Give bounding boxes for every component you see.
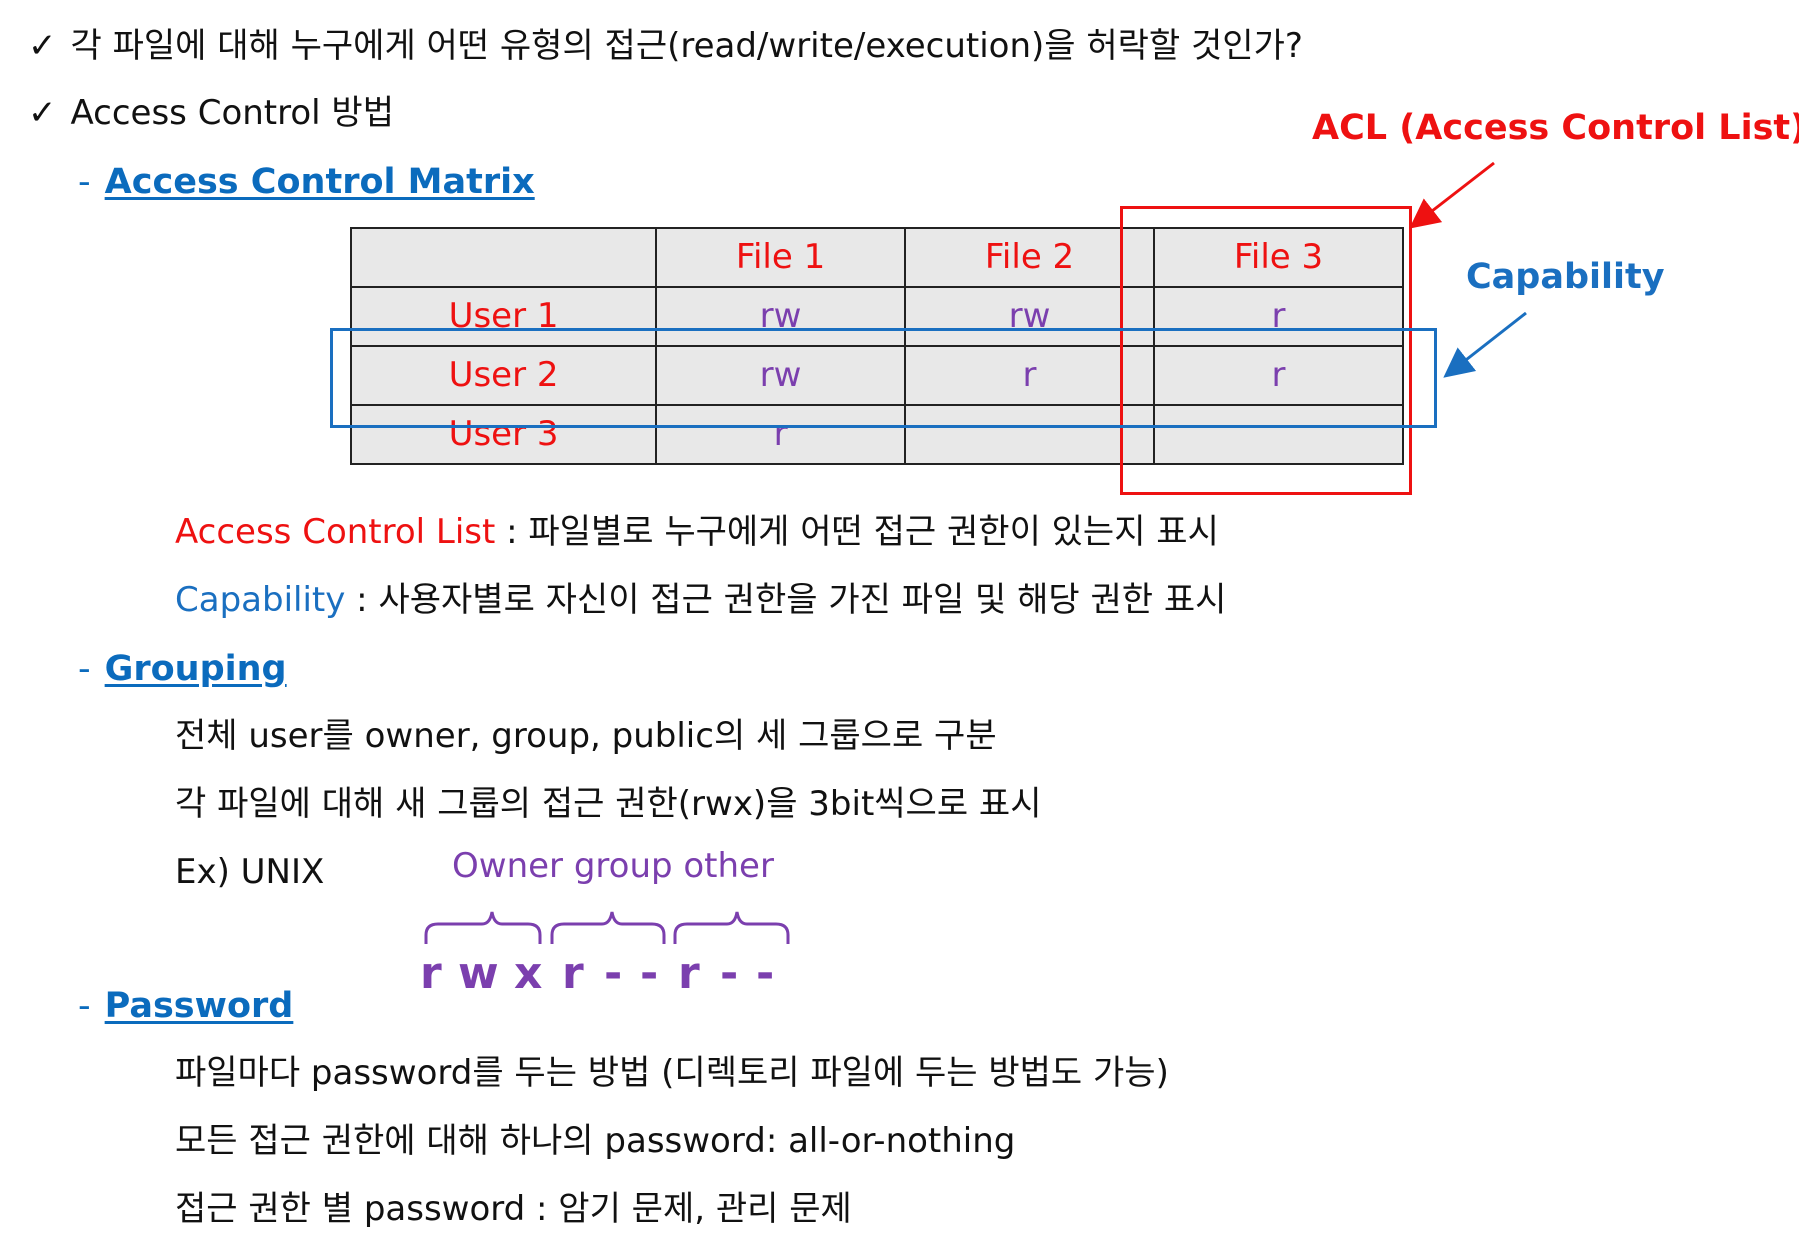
row-header-user1: User 1	[349, 286, 658, 347]
acl-definition-text: : 파일별로 누구에게 어떤 접근 권한이 있는지 표시	[495, 512, 1219, 552]
perm-char: -	[720, 948, 739, 999]
permission-cell	[904, 404, 1155, 465]
capability-arrow	[1443, 311, 1527, 378]
row-header-user2: User 2	[349, 345, 658, 406]
permission-cell	[1153, 404, 1404, 465]
password-heading: -Password	[78, 986, 294, 1026]
perm-char: -	[604, 948, 623, 999]
perm-char: r	[562, 948, 584, 999]
bullet-text: Access Control 방법	[70, 93, 394, 133]
permission-cell: r	[655, 404, 907, 465]
grouping-line-1: 전체 user를 owner, group, public의 세 그룹으로 구분	[175, 716, 997, 756]
row-header-user3: User 3	[349, 404, 658, 465]
perm-char: r	[678, 948, 700, 999]
check-icon: ✓	[28, 26, 57, 66]
password-heading-link[interactable]: Password	[104, 986, 294, 1026]
acl-label: ACL (Access Control List)	[1312, 108, 1799, 148]
permission-cell: r	[904, 345, 1155, 406]
column-header-file1: File 1	[655, 227, 907, 288]
acl-definition: Access Control List : 파일별로 누구에게 어떤 접근 권한…	[175, 512, 1219, 552]
column-header-file3: File 3	[1153, 227, 1404, 288]
check-icon: ✓	[28, 93, 57, 133]
permission-cell: rw	[655, 286, 907, 347]
grouping-heading-link[interactable]: Grouping	[104, 649, 287, 689]
bullet-access-control-methods: ✓ Access Control 방법	[28, 93, 394, 133]
other-brace	[673, 911, 790, 944]
matrix-header-row: File 1 File 2 File 3	[349, 227, 1404, 288]
matrix-row-user2: User 2 rw r r	[349, 345, 1404, 406]
unix-example-label: Ex) UNIX	[175, 852, 325, 892]
group-names-label: Owner group other	[452, 846, 774, 886]
perm-char: -	[640, 948, 659, 999]
password-line-3: 접근 권한 별 password : 암기 문제, 관리 문제	[175, 1189, 852, 1229]
acm-heading: -Access Control Matrix	[78, 162, 535, 202]
permission-cell: rw	[655, 345, 907, 406]
group-brace	[550, 911, 666, 944]
perm-char: r	[420, 948, 442, 999]
capability-definition-text: : 사용자별로 자신이 접근 권한을 가진 파일 및 해당 권한 표시	[345, 580, 1227, 620]
acm-heading-link[interactable]: Access Control Matrix	[104, 162, 535, 202]
capability-definition: Capability : 사용자별로 자신이 접근 권한을 가진 파일 및 해당…	[175, 580, 1226, 620]
matrix-row-user1: User 1 rw rw r	[349, 286, 1404, 347]
matrix-corner-cell	[349, 227, 658, 288]
capability-highlight-box	[330, 328, 1437, 428]
perm-char: -	[756, 948, 775, 999]
permission-cell: rw	[904, 286, 1155, 347]
bullet-access-question: ✓ 각 파일에 대해 누구에게 어떤 유형의 접근(read/write/exec…	[28, 26, 1303, 66]
grouping-heading: -Grouping	[78, 649, 287, 689]
acl-definition-term: Access Control List	[175, 512, 496, 552]
acl-highlight-box	[1120, 206, 1412, 495]
perm-char: w	[458, 948, 499, 999]
column-header-file2: File 2	[904, 227, 1155, 288]
bullet-text: 각 파일에 대해 누구에게 어떤 유형의 접근(read/write/execu…	[70, 26, 1303, 66]
grouping-line-2: 각 파일에 대해 새 그룹의 접근 권한(rwx)을 3bit씩으로 표시	[175, 784, 1042, 824]
password-line-2: 모든 접근 권한에 대해 하나의 password: all-or-nothin…	[175, 1121, 1016, 1161]
perm-char: x	[514, 948, 543, 999]
permission-cell: r	[1153, 345, 1404, 406]
permission-cell: r	[1153, 286, 1404, 347]
acl-arrow	[1409, 161, 1495, 229]
capability-definition-term: Capability	[175, 580, 346, 620]
matrix-row-user3: User 3 r	[349, 404, 1404, 465]
permission-string: r w x r - - r - -	[0, 948, 1799, 1008]
capability-label: Capability	[1466, 257, 1665, 297]
password-line-1: 파일마다 password를 두는 방법 (디렉토리 파일에 두는 방법도 가능…	[175, 1053, 1169, 1093]
owner-brace	[424, 911, 542, 944]
